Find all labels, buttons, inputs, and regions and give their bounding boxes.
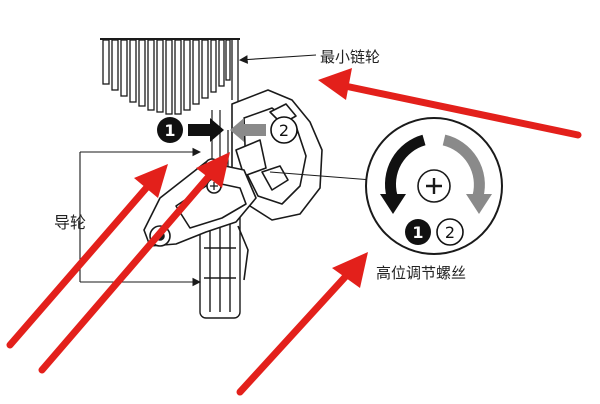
rotate-clockwise-icon: [442, 134, 492, 214]
red-annotation-arrows: [6, 68, 582, 396]
red-arrow-bottom-center: [236, 252, 368, 396]
leader-lines: [79, 54, 373, 287]
red-arrow-top-right: [318, 68, 582, 139]
label-high-limit-screw: 高位调节螺丝: [376, 264, 467, 282]
red-arrow-left-lower: [38, 152, 230, 374]
step-badge-2: 2: [270, 116, 298, 144]
red-arrow-left-upper: [6, 164, 168, 349]
cassette: [100, 38, 240, 115]
screw-inset: 1 2: [365, 117, 503, 255]
step-badge-2-text: 2: [279, 121, 289, 140]
inset-step-badge-1: 1: [405, 219, 431, 245]
step-badge-1: 1: [157, 117, 183, 143]
inset-step-badge-1-text: 1: [412, 223, 423, 242]
phillips-screw-icon: [417, 169, 451, 203]
rotate-counterclockwise-icon: [380, 134, 426, 214]
inset-step-badge-2-text: 2: [445, 223, 455, 242]
label-smallest-sprocket: 最小链轮: [320, 48, 381, 66]
guide-pulley: [199, 209, 241, 319]
step1-push-arrow: [188, 118, 224, 142]
label-guide-pulley: 导轮: [54, 213, 87, 232]
step2-push-arrow: [230, 118, 266, 142]
inset-step-badge-2: 2: [436, 218, 464, 246]
step-badge-1-text: 1: [164, 121, 175, 140]
